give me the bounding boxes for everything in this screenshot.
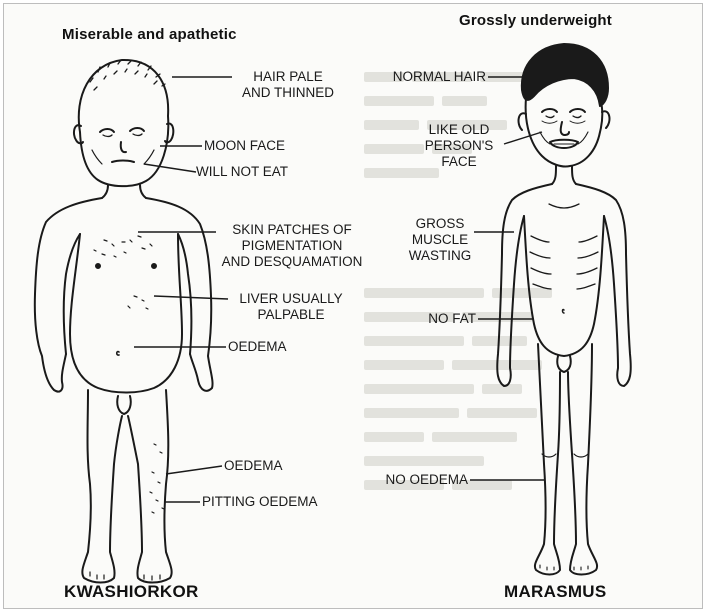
label-hair-pale: HAIR PALE AND THINNED bbox=[228, 69, 348, 101]
label-will-not-eat: WILL NOT EAT bbox=[196, 164, 288, 180]
label-skin-line1: SKIN PATCHES OF bbox=[202, 222, 382, 238]
label-liver-line2: PALPABLE bbox=[226, 307, 356, 323]
label-muscle-line1: GROSS bbox=[402, 216, 478, 232]
label-muscle-line2: MUSCLE bbox=[402, 232, 478, 248]
figure-frame: Miserable and apathetic Grossly underwei… bbox=[3, 3, 703, 609]
label-no-oedema: NO OEDEMA bbox=[360, 472, 468, 488]
label-old-face-line3: FACE bbox=[414, 154, 504, 170]
label-normal-hair: NORMAL HAIR bbox=[364, 69, 486, 85]
label-muscle-line3: WASTING bbox=[402, 248, 478, 264]
caption-marasmus: MARASMUS bbox=[504, 582, 607, 602]
kwashiorkor-child-figure bbox=[35, 60, 213, 583]
marasmus-child-figure bbox=[497, 44, 631, 575]
label-old-face-line2: PERSON'S bbox=[414, 138, 504, 154]
label-pitting-oedema: PITTING OEDEMA bbox=[202, 494, 318, 510]
label-skin-line2: PIGMENTATION bbox=[202, 238, 382, 254]
label-old-face: LIKE OLD PERSON'S FACE bbox=[414, 122, 504, 170]
label-liver-line1: LIVER USUALLY bbox=[226, 291, 356, 307]
label-skin-line3: AND DESQUAMATION bbox=[202, 254, 382, 270]
label-skin-patches: SKIN PATCHES OF PIGMENTATION AND DESQUAM… bbox=[202, 222, 382, 270]
label-hair-line2: AND THINNED bbox=[228, 85, 348, 101]
label-liver: LIVER USUALLY PALPABLE bbox=[226, 291, 356, 323]
label-moon-face: MOON FACE bbox=[204, 138, 285, 154]
label-oedema-abdomen: OEDEMA bbox=[228, 339, 287, 355]
label-old-face-line1: LIKE OLD bbox=[414, 122, 504, 138]
label-muscle-wasting: GROSS MUSCLE WASTING bbox=[402, 216, 478, 264]
label-hair-line1: HAIR PALE bbox=[228, 69, 348, 85]
label-oedema-leg: OEDEMA bbox=[224, 458, 283, 474]
label-no-fat: NO FAT bbox=[384, 311, 476, 327]
caption-kwashiorkor: KWASHIORKOR bbox=[64, 582, 199, 602]
